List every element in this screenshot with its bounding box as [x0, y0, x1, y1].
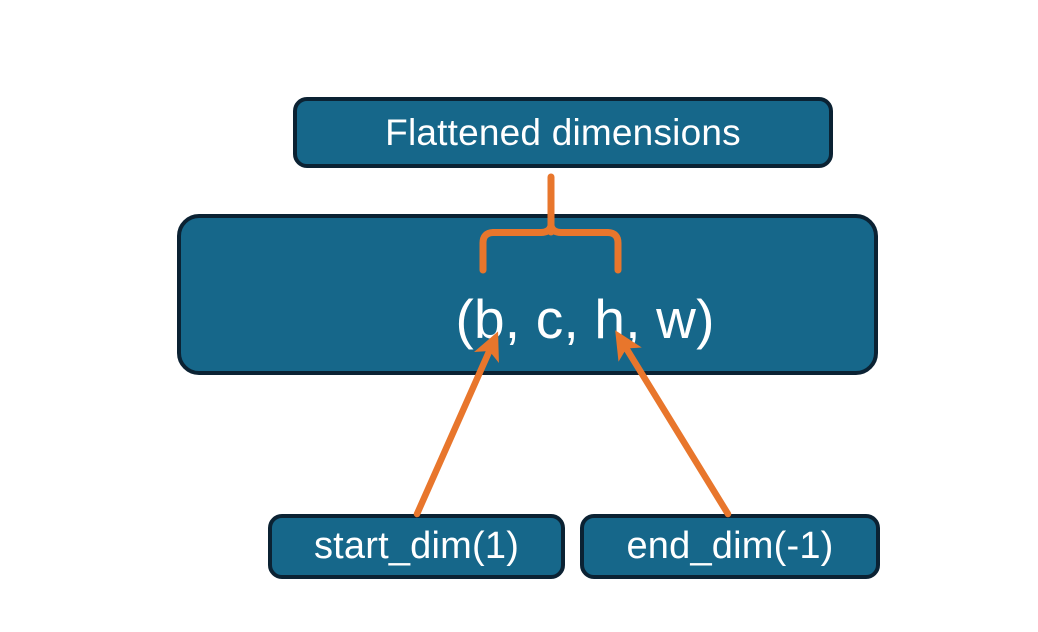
end-dim-node[interactable]: end_dim(-1)	[580, 514, 880, 579]
tensor-shape-label: (b, c, h, w)	[455, 287, 715, 350]
flattened-dimensions-node[interactable]: Flattened dimensions	[293, 97, 833, 168]
start-dim-label: start_dim(1)	[313, 525, 520, 567]
flattened-dimensions-label: Flattened dimensions	[385, 111, 741, 153]
end-dim-label: end_dim(-1)	[626, 525, 834, 567]
tensor-shape-node[interactable]: (b, c, h, w)	[177, 214, 878, 375]
start-dim-node[interactable]: start_dim(1)	[268, 514, 565, 579]
